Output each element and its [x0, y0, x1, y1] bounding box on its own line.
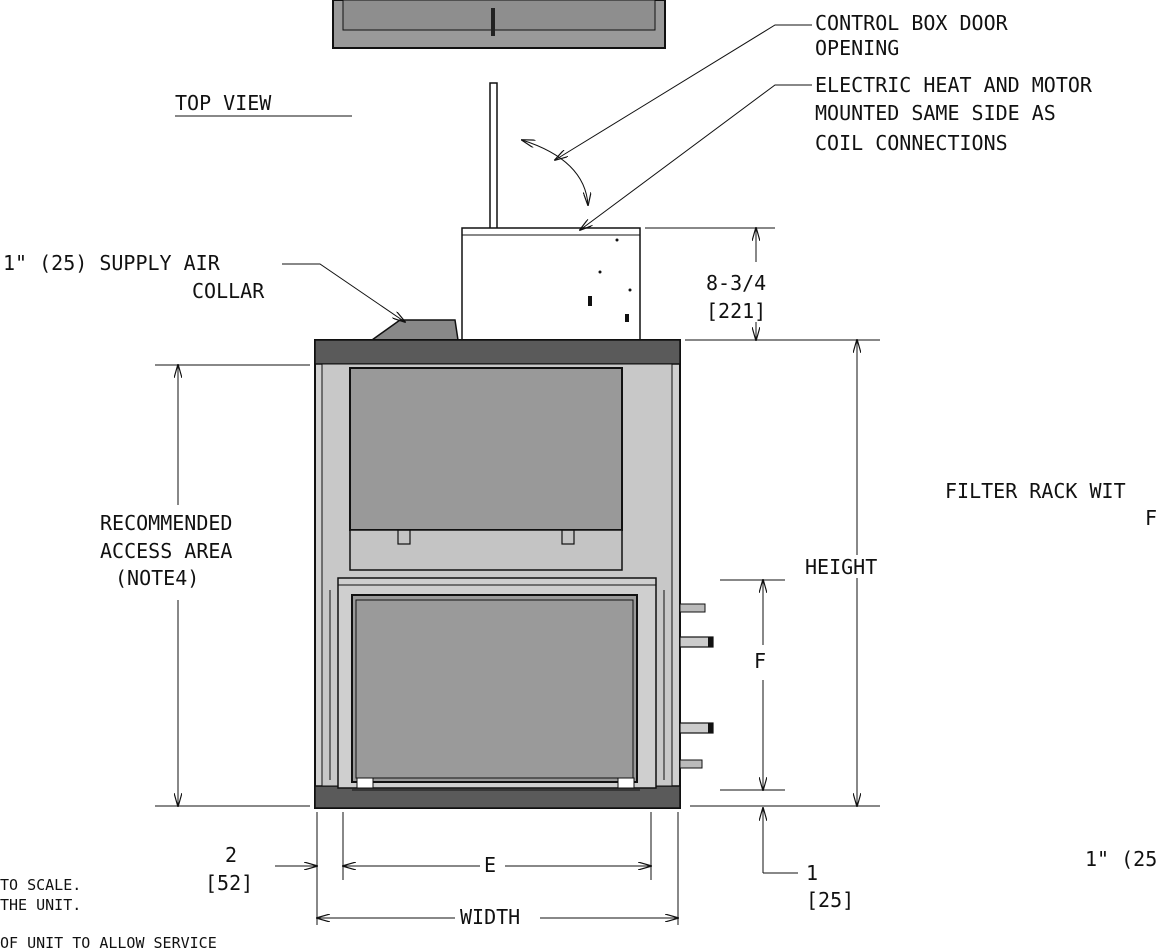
main-unit	[314, 339, 681, 809]
one-inch-25-label: 1" (25	[1085, 847, 1157, 871]
electric-heat-label-3: COIL CONNECTIONS	[815, 131, 1008, 155]
dim-8-3-4: 8-3/4	[706, 271, 766, 295]
control-box-leader	[555, 24, 812, 160]
top-view-label: TOP VIEW	[175, 91, 272, 115]
door-leg	[489, 82, 498, 230]
dim-1: 1	[806, 861, 818, 885]
coil-connections	[679, 603, 714, 769]
top-view-unit	[332, 0, 666, 49]
dim-2: 2	[225, 843, 237, 867]
note-line-2: THE UNIT.	[0, 896, 81, 914]
note-line-3: OF UNIT TO ALLOW SERVICE	[0, 934, 217, 951]
recommended-label-2: ACCESS AREA	[100, 539, 232, 563]
electric-heat-label-1: ELECTRIC HEAT AND MOTOR	[815, 73, 1093, 97]
control-box-door-label-2: OPENING	[815, 36, 899, 60]
supply-air-collar	[369, 319, 459, 341]
note-line-1: TO SCALE.	[0, 876, 81, 894]
supply-air-label-1: 1" (25) SUPPLY AIR	[3, 251, 221, 275]
e-label: E	[484, 853, 496, 877]
supply-air-label-2: COLLAR	[192, 279, 265, 303]
electric-heat-leader	[580, 84, 812, 230]
dim-52: [52]	[205, 871, 253, 895]
supply-air-leader	[282, 263, 405, 322]
electric-heat-label-2: MOUNTED SAME SIDE AS	[815, 101, 1056, 125]
control-box	[461, 227, 641, 341]
height-label: HEIGHT	[805, 555, 877, 579]
control-box-door-label-1: CONTROL BOX DOOR	[815, 11, 1009, 35]
filter-rack-label-1: FILTER RACK WIT	[945, 479, 1126, 503]
filter-rack-label-2: F	[1145, 506, 1157, 530]
dim-221: [221]	[706, 299, 766, 323]
dim-25: [25]	[806, 888, 854, 912]
width-label: WIDTH	[460, 905, 520, 929]
recommended-label-1: RECOMMENDED	[100, 511, 232, 535]
f-label: F	[754, 649, 766, 673]
recommended-label-3: (NOTE4)	[115, 566, 199, 590]
door-swing-arc	[522, 140, 588, 205]
